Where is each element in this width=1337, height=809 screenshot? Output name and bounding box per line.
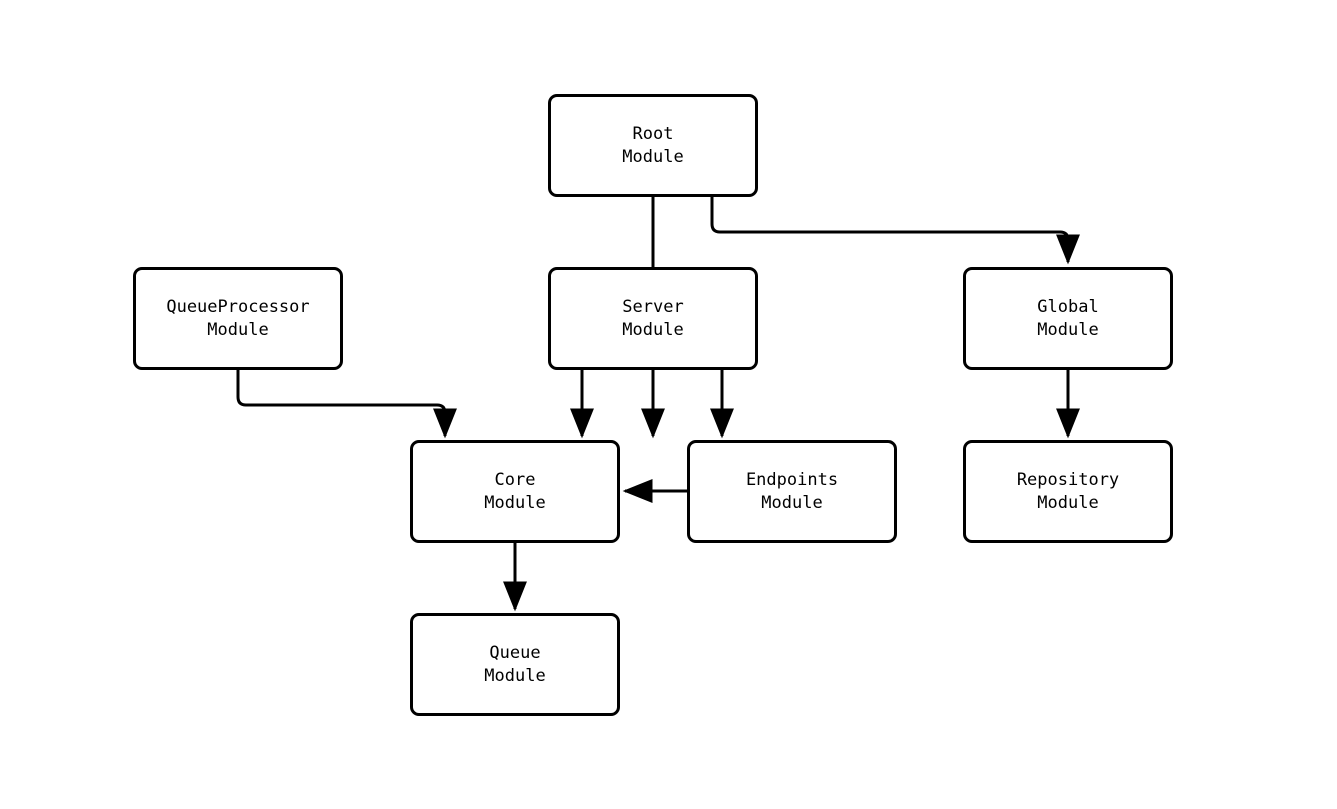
node-repository-module-label-line2: Module xyxy=(1037,492,1099,513)
node-queue-module-label-line2: Module xyxy=(484,665,546,686)
node-global-module[interactable]: Global Module xyxy=(963,267,1173,370)
node-endpoints-module-label-line2: Module xyxy=(761,492,823,513)
node-global-module-label-line2: Module xyxy=(1037,319,1099,340)
node-root-module[interactable]: Root Module xyxy=(548,94,758,197)
node-queue-module[interactable]: Queue Module xyxy=(410,613,620,716)
node-core-module[interactable]: Core Module xyxy=(410,440,620,543)
node-queueprocessor-module-label-line1: QueueProcessor xyxy=(166,296,310,317)
node-core-module-label-line1: Core xyxy=(494,469,536,490)
node-server-module[interactable]: Server Module xyxy=(548,267,758,370)
node-endpoints-module-label-line1: Endpoints xyxy=(745,469,839,490)
node-queue-module-label-line1: Queue xyxy=(489,642,541,663)
edge-queueprocessor-core xyxy=(236,370,457,439)
node-server-module-label-line2: Module xyxy=(622,319,684,340)
node-global-module-label-line1: Global xyxy=(1037,296,1099,317)
node-endpoints-module[interactable]: Endpoints Module xyxy=(687,440,897,543)
node-queueprocessor-module-label-line2: Module xyxy=(207,319,269,340)
node-server-module-label-line1: Server xyxy=(622,296,684,317)
edge-root-global xyxy=(710,197,1080,265)
node-root-module-label-line1: Root xyxy=(632,123,674,144)
node-root-module-label-line2: Module xyxy=(622,146,684,167)
node-repository-module[interactable]: Repository Module xyxy=(963,440,1173,543)
node-core-module-label-line2: Module xyxy=(484,492,546,513)
node-queueprocessor-module[interactable]: QueueProcessor Module xyxy=(133,267,343,370)
node-repository-module-label-line1: Repository xyxy=(1016,469,1120,490)
